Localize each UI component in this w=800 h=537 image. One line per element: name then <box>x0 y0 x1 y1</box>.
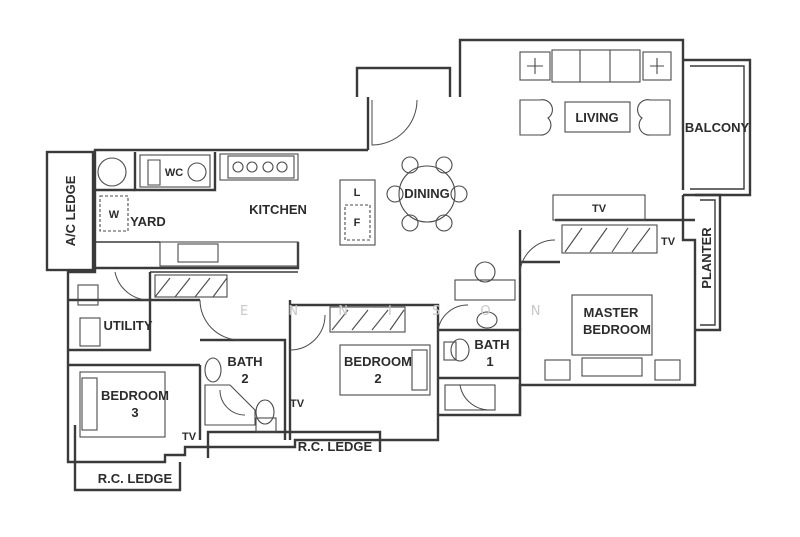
outer-walls <box>66 38 697 492</box>
label-cooker: L <box>354 187 361 199</box>
label-utility: UTILITY <box>103 318 152 333</box>
label-fridge: F <box>354 217 361 229</box>
label-tv-living: TV <box>592 203 607 215</box>
label-tv-bed2: TV <box>290 398 305 410</box>
doors <box>114 99 556 416</box>
label-kitchen: KITCHEN <box>249 202 307 217</box>
fixture-labels: TV TV TV TV F L W <box>109 187 676 443</box>
room-labels: LIVING BALCONY DINING KITCHEN YARD A/C L… <box>63 110 749 486</box>
bedroom-furniture <box>77 261 681 438</box>
label-washer: W <box>109 209 120 221</box>
planter <box>695 193 722 332</box>
label-tv-bed3: TV <box>182 431 197 443</box>
watermark: E N N I S O N <box>240 304 559 319</box>
wardrobes <box>154 224 658 333</box>
label-tv-master: TV <box>661 236 676 248</box>
bath-fixtures <box>204 311 498 433</box>
label-bath2: BATH <box>227 354 262 369</box>
kitchen-fixtures <box>97 154 371 263</box>
label-bath1: BATH <box>474 337 509 352</box>
label-master: MASTER <box>584 305 640 320</box>
label-bedroom3-num: 3 <box>131 405 138 420</box>
label-bedroom2-num: 2 <box>374 371 381 386</box>
label-wc: WC <box>165 167 183 179</box>
label-bedroom3: BEDROOM <box>101 388 169 403</box>
label-planter: PLANTER <box>699 227 714 289</box>
label-ac-ledge: A/C LEDGE <box>63 175 78 246</box>
label-master-bedroom: BEDROOM <box>583 322 651 337</box>
label-rc-ledge-2: R.C. LEDGE <box>98 471 173 486</box>
living-furniture <box>519 49 672 221</box>
dining-table <box>386 156 468 232</box>
label-bath1-num: 1 <box>486 354 493 369</box>
label-dining: DINING <box>404 186 450 201</box>
label-rc-ledge-1: R.C. LEDGE <box>298 439 373 454</box>
label-living: LIVING <box>575 110 618 125</box>
label-yard: YARD <box>130 214 166 229</box>
ac-ledge <box>45 150 95 272</box>
label-bath2-num: 2 <box>241 371 248 386</box>
label-bedroom2: BEDROOM <box>344 354 412 369</box>
label-balcony: BALCONY <box>685 120 750 135</box>
